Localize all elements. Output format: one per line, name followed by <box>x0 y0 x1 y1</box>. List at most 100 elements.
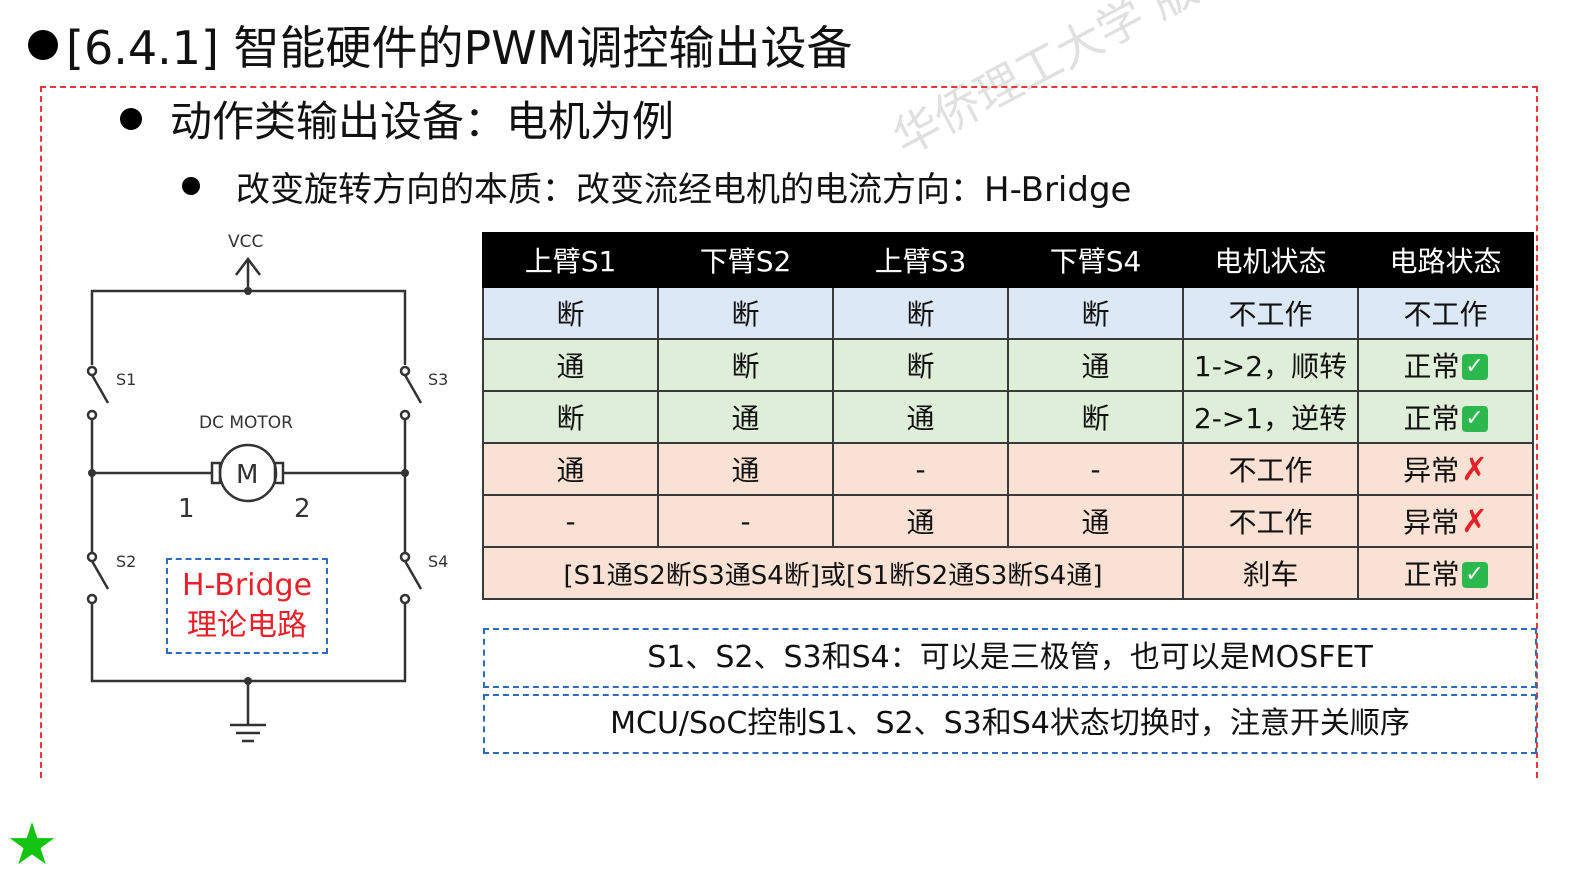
cross-icon: ✗ <box>1461 450 1488 488</box>
table-cell: 1->2，顺转 <box>1182 338 1359 392</box>
bullet-level1: 动作类输出设备：电机为例 <box>120 96 674 148</box>
table-cell: 通 <box>832 390 1009 444</box>
status-text: 异常 <box>1403 454 1460 487</box>
table-cell: 断 <box>832 338 1009 392</box>
table-cell: 异常✗ <box>1357 442 1534 496</box>
s1-contact-top <box>86 365 98 377</box>
slide-title: [6.4.1] 智能硬件的PWM调控输出设备 <box>28 20 852 76</box>
bullet-level2: 改变旋转方向的本质：改变流经电机的电流方向：H-Bridge <box>182 168 1131 212</box>
top-rail <box>90 289 407 365</box>
title-text: [6.4.1] 智能硬件的PWM调控输出设备 <box>66 21 853 75</box>
note-box-1: S1、S2、S3和S4：可以是三极管，也可以是MOSFET <box>483 628 1537 688</box>
status-text: 正常 <box>1403 402 1460 435</box>
status-text: 正常 <box>1403 558 1460 591</box>
table-cell: 通 <box>657 442 834 496</box>
vcc-label: VCC <box>228 232 263 252</box>
table-cell: 通 <box>832 494 1009 548</box>
bullet-dot <box>120 108 142 130</box>
hbridge-caption-box: H-Bridge 理论电路 <box>166 558 328 654</box>
pin2-label: 2 <box>294 494 311 524</box>
table-cell: - <box>832 442 1009 496</box>
table-cell: - <box>657 494 834 548</box>
table-cell: 不工作 <box>1182 494 1359 548</box>
table-cell: 不工作 <box>1182 442 1359 496</box>
table-cell: 异常✗ <box>1357 494 1534 548</box>
table-cell: 断 <box>657 286 834 340</box>
table-cell: - <box>482 494 659 548</box>
table-cell: 不工作 <box>1182 286 1359 340</box>
table-cell: 通 <box>1007 494 1184 548</box>
vcc-arrow <box>235 256 261 276</box>
s3-blade <box>403 374 423 404</box>
s2-label: S2 <box>116 552 136 571</box>
table-cell: 断 <box>482 390 659 444</box>
table-row: 通 通 - - 不工作 异常✗ <box>482 442 1534 496</box>
hbridge-caption-line1: H-Bridge <box>181 568 313 603</box>
s1-blade <box>90 374 110 404</box>
hbridge-caption-line2: 理论电路 <box>187 608 307 643</box>
table-cell: [S1通S2断S3通S4断]或[S1断S2通S3断S4通] <box>482 546 1184 600</box>
s4-label: S4 <box>428 552 448 571</box>
header-cell: 下臂S4 <box>1007 232 1184 288</box>
table-cell: 断 <box>1007 390 1184 444</box>
table-row: 断 通 通 断 2->1，逆转 正常✓ <box>482 390 1534 444</box>
s1-label: S1 <box>116 370 136 389</box>
check-icon: ✓ <box>1461 406 1488 432</box>
content-frame <box>40 86 1538 778</box>
s4-blade <box>403 560 423 590</box>
header-cell: 电路状态 <box>1357 232 1534 288</box>
table-cell: 2->1，逆转 <box>1182 390 1359 444</box>
status-text: 正常 <box>1403 350 1460 383</box>
s3-contact-top <box>399 365 411 377</box>
header-cell: 电机状态 <box>1182 232 1359 288</box>
bullet-dot <box>182 177 200 195</box>
table-cell: 不工作 <box>1357 286 1534 340</box>
s4-contact-top <box>399 551 411 563</box>
bullet-dot <box>28 30 58 60</box>
s3-label: S3 <box>428 370 448 389</box>
motor-label: DC MOTOR <box>199 413 293 433</box>
s2-contact-bottom <box>86 593 98 605</box>
table-cell: 通 <box>657 390 834 444</box>
s2-contact-top <box>86 551 98 563</box>
s1-contact-bottom <box>86 409 98 421</box>
ground-junction <box>244 677 252 685</box>
status-text: 异常 <box>1403 506 1460 539</box>
table-row: 通 断 断 通 1->2，顺转 正常✓ <box>482 338 1534 392</box>
truth-table: 上臂S1 下臂S2 上臂S3 下臂S4 电机状态 电路状态 断 断 断 断 不工… <box>482 232 1534 600</box>
header-cell: 下臂S2 <box>657 232 834 288</box>
cross-icon: ✗ <box>1461 502 1488 540</box>
motor-circle <box>218 443 278 503</box>
table-cell: 正常✓ <box>1357 338 1534 392</box>
s4-contact-bottom <box>399 593 411 605</box>
header-cell: 上臂S3 <box>832 232 1009 288</box>
table-row: 断 断 断 断 不工作 不工作 <box>482 286 1534 340</box>
table-cell: 断 <box>832 286 1009 340</box>
pin1-label: 1 <box>178 494 195 524</box>
check-icon: ✓ <box>1461 562 1488 588</box>
table-cell: 断 <box>482 286 659 340</box>
s3-contact-bottom <box>399 409 411 421</box>
table-header-row: 上臂S1 下臂S2 上臂S3 下臂S4 电机状态 电路状态 <box>482 232 1534 288</box>
table-cell: 通 <box>482 442 659 496</box>
bullet1-text: 动作类输出设备：电机为例 <box>170 97 675 146</box>
hbridge-circuit: VCC S1 S3 S2 S4 DC MOTOR M 1 2 <box>86 232 448 743</box>
s2-blade <box>90 560 110 590</box>
motor-symbol: M <box>236 460 258 490</box>
table-row: - - 通 通 不工作 异常✗ <box>482 494 1534 548</box>
header-cell: 上臂S1 <box>482 232 659 288</box>
left-junction <box>88 469 96 477</box>
check-icon: ✓ <box>1461 354 1488 380</box>
table-row-brake: [S1通S2断S3通S4断]或[S1断S2通S3断S4通] 刹车 正常✓ <box>482 546 1534 600</box>
table-cell: 正常✓ <box>1357 390 1534 444</box>
note-box-2: MCU/SoC控制S1、S2、S3和S4状态切换时，注意开关顺序 <box>483 694 1537 754</box>
star-icon: ★ <box>6 810 58 878</box>
table-cell: 断 <box>1007 286 1184 340</box>
bullet2-text: 改变旋转方向的本质：改变流经电机的电流方向：H-Bridge <box>236 170 1132 210</box>
right-junction <box>401 469 409 477</box>
table-cell: - <box>1007 442 1184 496</box>
vcc-junction <box>244 287 252 295</box>
table-cell: 通 <box>482 338 659 392</box>
table-cell: 断 <box>657 338 834 392</box>
table-cell: 刹车 <box>1182 546 1359 600</box>
